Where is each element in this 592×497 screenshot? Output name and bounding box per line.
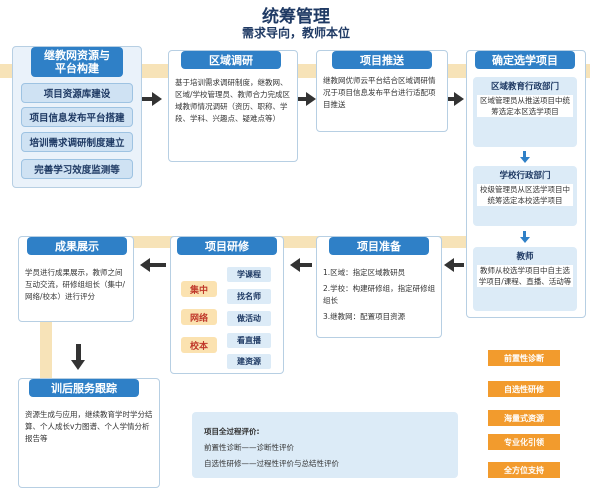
down-arrow: [523, 231, 526, 237]
feature-badge: 前置性诊断: [488, 350, 560, 366]
stage-title: 确定选学项目: [475, 51, 575, 69]
stage-body: 基于培训需求调研制度，继教网、区域/学校管理员、教师合力完成区域教师情况调研（资…: [175, 78, 291, 123]
activity-item: 看直播: [227, 333, 271, 348]
activity-item: 做活动: [227, 311, 271, 326]
flow-arrow: [298, 97, 306, 101]
evaluation-line: 前置性诊断——诊断性评价: [204, 443, 294, 452]
feature-badge: 全方位支持: [488, 462, 560, 478]
mode-tag: 网络: [181, 309, 217, 325]
sub-regional: 区域教育行政部门 区域管理员从推送项目中统筹选定本区选学项目: [473, 77, 577, 147]
stage-item: 完善学习效度监测等: [21, 159, 133, 179]
evaluation-title: 项目全过程评价:: [204, 427, 260, 436]
evaluation-panel: 项目全过程评价: 前置性诊断——诊断性评价 自选性研修——过程性评价与总结性评价: [192, 412, 458, 478]
stage-project-study: 项目研修 集中 网络 校本 学课程 找名师 做活动 看直播 建资源: [170, 236, 284, 374]
stage-title: 项目推送: [332, 51, 432, 69]
feature-badge: 自选性研修: [488, 381, 560, 397]
page-title: 统筹管理: [262, 7, 330, 27]
sub-body: 区域管理员从推送项目中统筹选定本区选学项目: [477, 95, 573, 117]
prep-line: 3.继教网：配置项目资源: [323, 312, 406, 321]
stage-title: 项目研修: [177, 237, 277, 255]
stage-item: 培训需求调研制度建立: [21, 132, 133, 152]
flow-arrow: [150, 263, 166, 267]
stage-body: 资源生成与应用，继续教育学时学分结算、个人成长v力图谱、个人学情分析报告等: [25, 410, 153, 443]
sub-body: 校级管理员从区选学项目中统筹选定本校选学项目: [477, 184, 573, 206]
down-arrow-head: [520, 237, 530, 243]
sub-title: 学校行政部门: [499, 171, 551, 181]
flow-arrow-head: [444, 258, 454, 272]
feature-badge: 海量式资源: [488, 410, 560, 426]
flow-arrow-head: [454, 92, 464, 106]
stage-item: 项目资源库建设: [21, 83, 133, 103]
evaluation-line: 自选性研修——过程性评价与总结性评价: [204, 459, 339, 468]
flow-arrow-head: [306, 92, 316, 106]
flow-arrow-head: [152, 92, 162, 106]
down-arrow: [523, 151, 526, 157]
stage-title: 成果展示: [27, 237, 127, 255]
stage-title: 训后服务跟踪: [29, 379, 139, 397]
activity-item: 建资源: [227, 354, 271, 369]
flow-arrow-head: [140, 258, 150, 272]
left-vertical-band: [40, 320, 52, 390]
stage-title: 继教网资源与 平台构建: [31, 47, 123, 77]
stage-regional-survey: 区域调研 基于培训需求调研制度，继教网、区域/学校管理员、教师合力完成区域教师情…: [168, 50, 298, 162]
sub-school: 学校行政部门 校级管理员从区选学项目中统筹选定本校选学项目: [473, 166, 577, 226]
stage-post-training: 训后服务跟踪 资源生成与应用，继续教育学时学分结算、个人成长v力图谱、个人学情分…: [18, 378, 160, 488]
activity-item: 找名师: [227, 289, 271, 304]
stage-title: 区域调研: [181, 51, 281, 69]
flow-arrow: [454, 263, 464, 267]
stage-project-prep: 项目准备 1.区域：指定区域教研员 2.学校：构建研修组，指定研修组组长 3.继…: [316, 236, 442, 338]
stage-project-push: 项目推送 继教网优师云平台结合区域调研情况于项目信息发布平台进行适配项目推送: [316, 50, 448, 132]
mode-tag: 集中: [181, 281, 217, 297]
sub-teacher: 教师 教师从校选学项目中自主选学项目/课程、直播、活动等: [473, 247, 577, 311]
flow-arrow: [142, 97, 152, 101]
stage-body: 继教网优师云平台结合区域调研情况于项目信息发布平台进行适配项目推送: [323, 76, 436, 109]
flow-arrow-head: [71, 360, 85, 370]
mode-tag: 校本: [181, 337, 217, 353]
flow-arrow: [448, 97, 454, 101]
down-arrow-head: [520, 157, 530, 163]
prep-line: 1.区域：指定区域教研员: [323, 268, 406, 277]
stage-results-display: 成果展示 学员进行成果展示，教师之间互动交流，研修组组长（集中/网络/校本）进行…: [18, 236, 134, 322]
stage-item: 项目信息发布平台搭建: [21, 107, 133, 127]
flow-arrow: [300, 263, 312, 267]
sub-title: 区域教育行政部门: [490, 82, 559, 92]
flow-arrow-head: [290, 258, 300, 272]
stage-resource-platform: 继教网资源与 平台构建 项目资源库建设 项目信息发布平台搭建 培训需求调研制度建…: [12, 46, 142, 188]
sub-body: 教师从校选学项目中自主选学项目/课程、直播、活动等: [477, 265, 573, 287]
page-subtitle: 需求导向，教师本位: [241, 26, 350, 40]
feature-badge: 专业化引领: [488, 434, 560, 450]
sub-title: 教师: [516, 252, 534, 262]
stage-body: 学员进行成果展示，教师之间互动交流，研修组组长（集中/网络/校本）进行评分: [25, 268, 126, 301]
stage-select-project: 确定选学项目 区域教育行政部门 区域管理员从推送项目中统筹选定本区选学项目 学校…: [466, 50, 586, 318]
flow-arrow: [76, 344, 81, 360]
stage-title: 项目准备: [329, 237, 429, 255]
prep-line: 2.学校：构建研修组，指定研修组组长: [323, 284, 436, 305]
activity-item: 学课程: [227, 267, 271, 282]
